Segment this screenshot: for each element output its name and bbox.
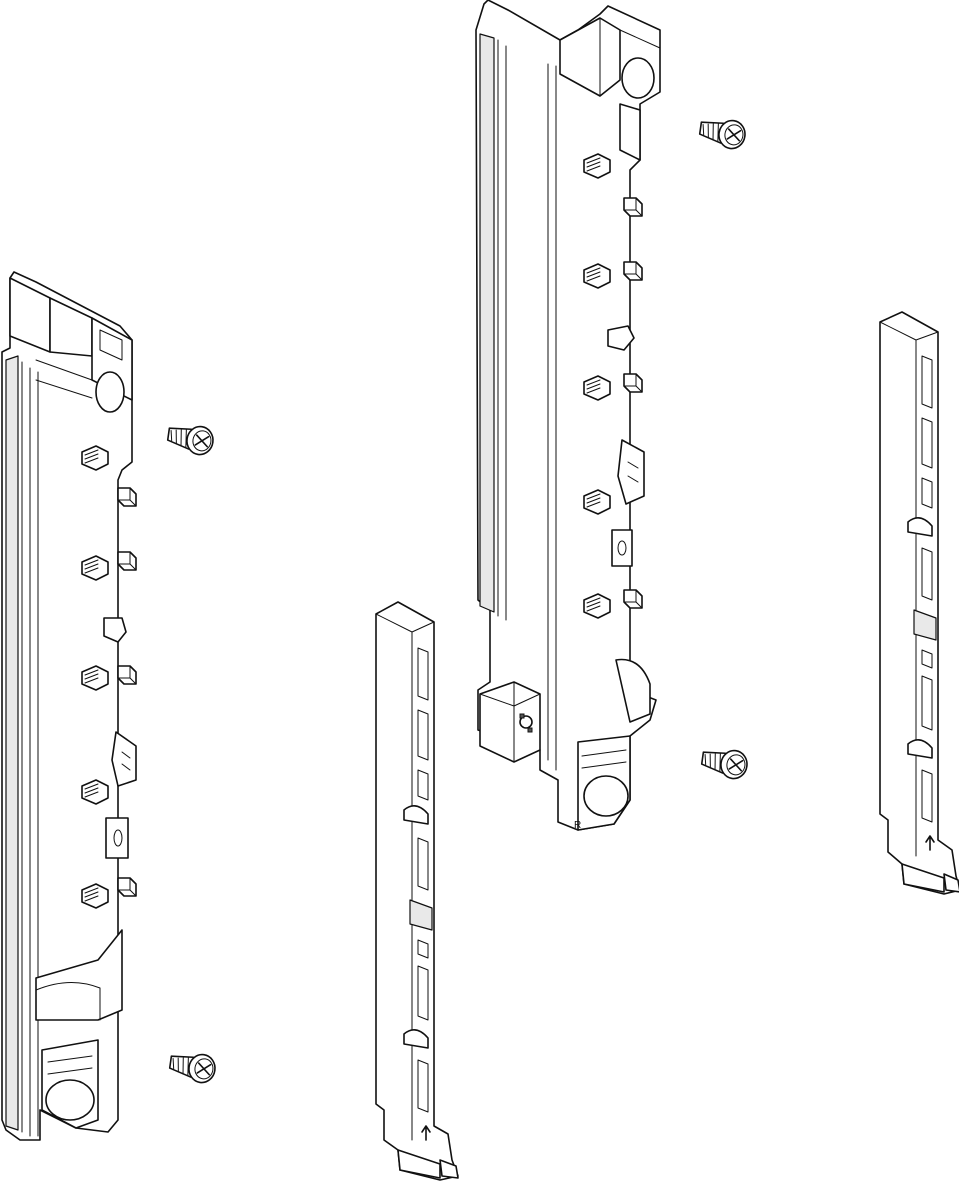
rail-center: R — [475, 0, 661, 831]
screw-2 — [167, 1049, 218, 1086]
rail-left — [1, 271, 137, 1141]
strip-right — [879, 311, 959, 895]
screw-1 — [165, 421, 216, 458]
screw-3 — [697, 115, 748, 152]
strip-center — [375, 601, 459, 1181]
screw-4 — [699, 745, 750, 782]
rail-center-mark: R — [574, 820, 581, 831]
